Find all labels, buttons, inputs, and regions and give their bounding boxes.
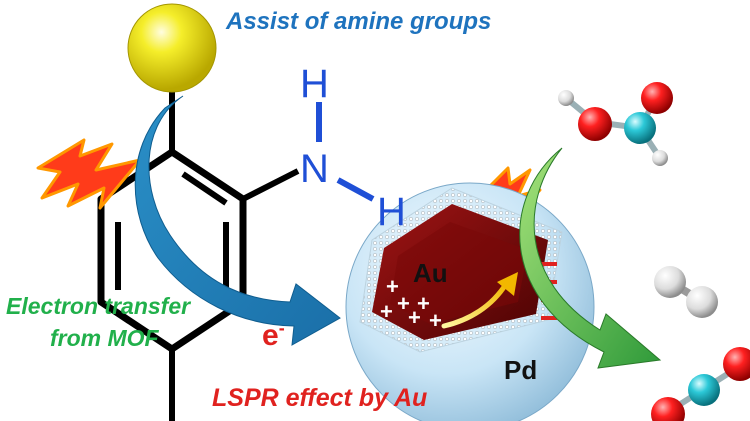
- electron-transfer-arrow: [134, 95, 341, 346]
- positive-charge: +: [417, 291, 430, 316]
- linker-molecule: [97, 92, 300, 421]
- hydrogen-atom: [652, 150, 668, 166]
- electron-charge: -: [278, 318, 285, 338]
- pd-shell-label: Pd: [504, 355, 538, 385]
- bond-to-nitrogen: [241, 168, 300, 202]
- atom-label-hydrogen-top: H: [300, 62, 329, 106]
- oxygen-atom: [641, 82, 673, 114]
- carbon-atom: [688, 374, 720, 406]
- lightning-bolt-left: [36, 138, 142, 210]
- hot-electron-arrowhead: [497, 272, 518, 296]
- hydrogen-atom: [654, 266, 686, 298]
- oxygen-atom: [651, 397, 685, 421]
- electron-label: e-: [262, 318, 285, 353]
- oxygen-atom: [578, 107, 612, 141]
- positive-charge: +: [397, 291, 410, 316]
- co2-molecule: [651, 347, 750, 421]
- positive-charge: +: [380, 299, 393, 324]
- hydrogen-atom: [686, 286, 718, 318]
- formic-acid-molecule: [558, 82, 673, 166]
- electron-transfer-label-line2: from MOF: [50, 325, 159, 351]
- negative-charge: [541, 262, 557, 266]
- electron-symbol: e: [262, 319, 279, 352]
- negative-charge: [541, 316, 557, 320]
- hydrogen-molecule: [654, 266, 718, 318]
- hydrogen-atom: [558, 90, 574, 106]
- au-core-label: Au: [413, 258, 448, 288]
- bond-n-h-right: [336, 177, 375, 202]
- atom-label-hydrogen-right: H: [377, 190, 406, 234]
- hot-electron-arrow: [441, 281, 509, 329]
- positive-charge: +: [429, 308, 442, 333]
- oxygen-atom: [723, 347, 750, 381]
- positive-charge: +: [408, 305, 421, 330]
- reaction-arrow: [519, 147, 662, 369]
- positive-charge: +: [386, 274, 399, 299]
- amine-group: [316, 102, 375, 202]
- double-bond-inner-1: [181, 171, 228, 206]
- carbon-atom: [624, 112, 656, 144]
- electron-transfer-label-line1: Electron transfer: [6, 293, 191, 319]
- diagram-title: Assist of amine groups: [226, 8, 492, 35]
- atom-label-nitrogen: N: [300, 147, 329, 191]
- metal-node-sphere: [127, 3, 217, 93]
- nanoparticle: + + + + + +: [345, 182, 595, 421]
- lspr-label: LSPR effect by Au: [212, 384, 428, 412]
